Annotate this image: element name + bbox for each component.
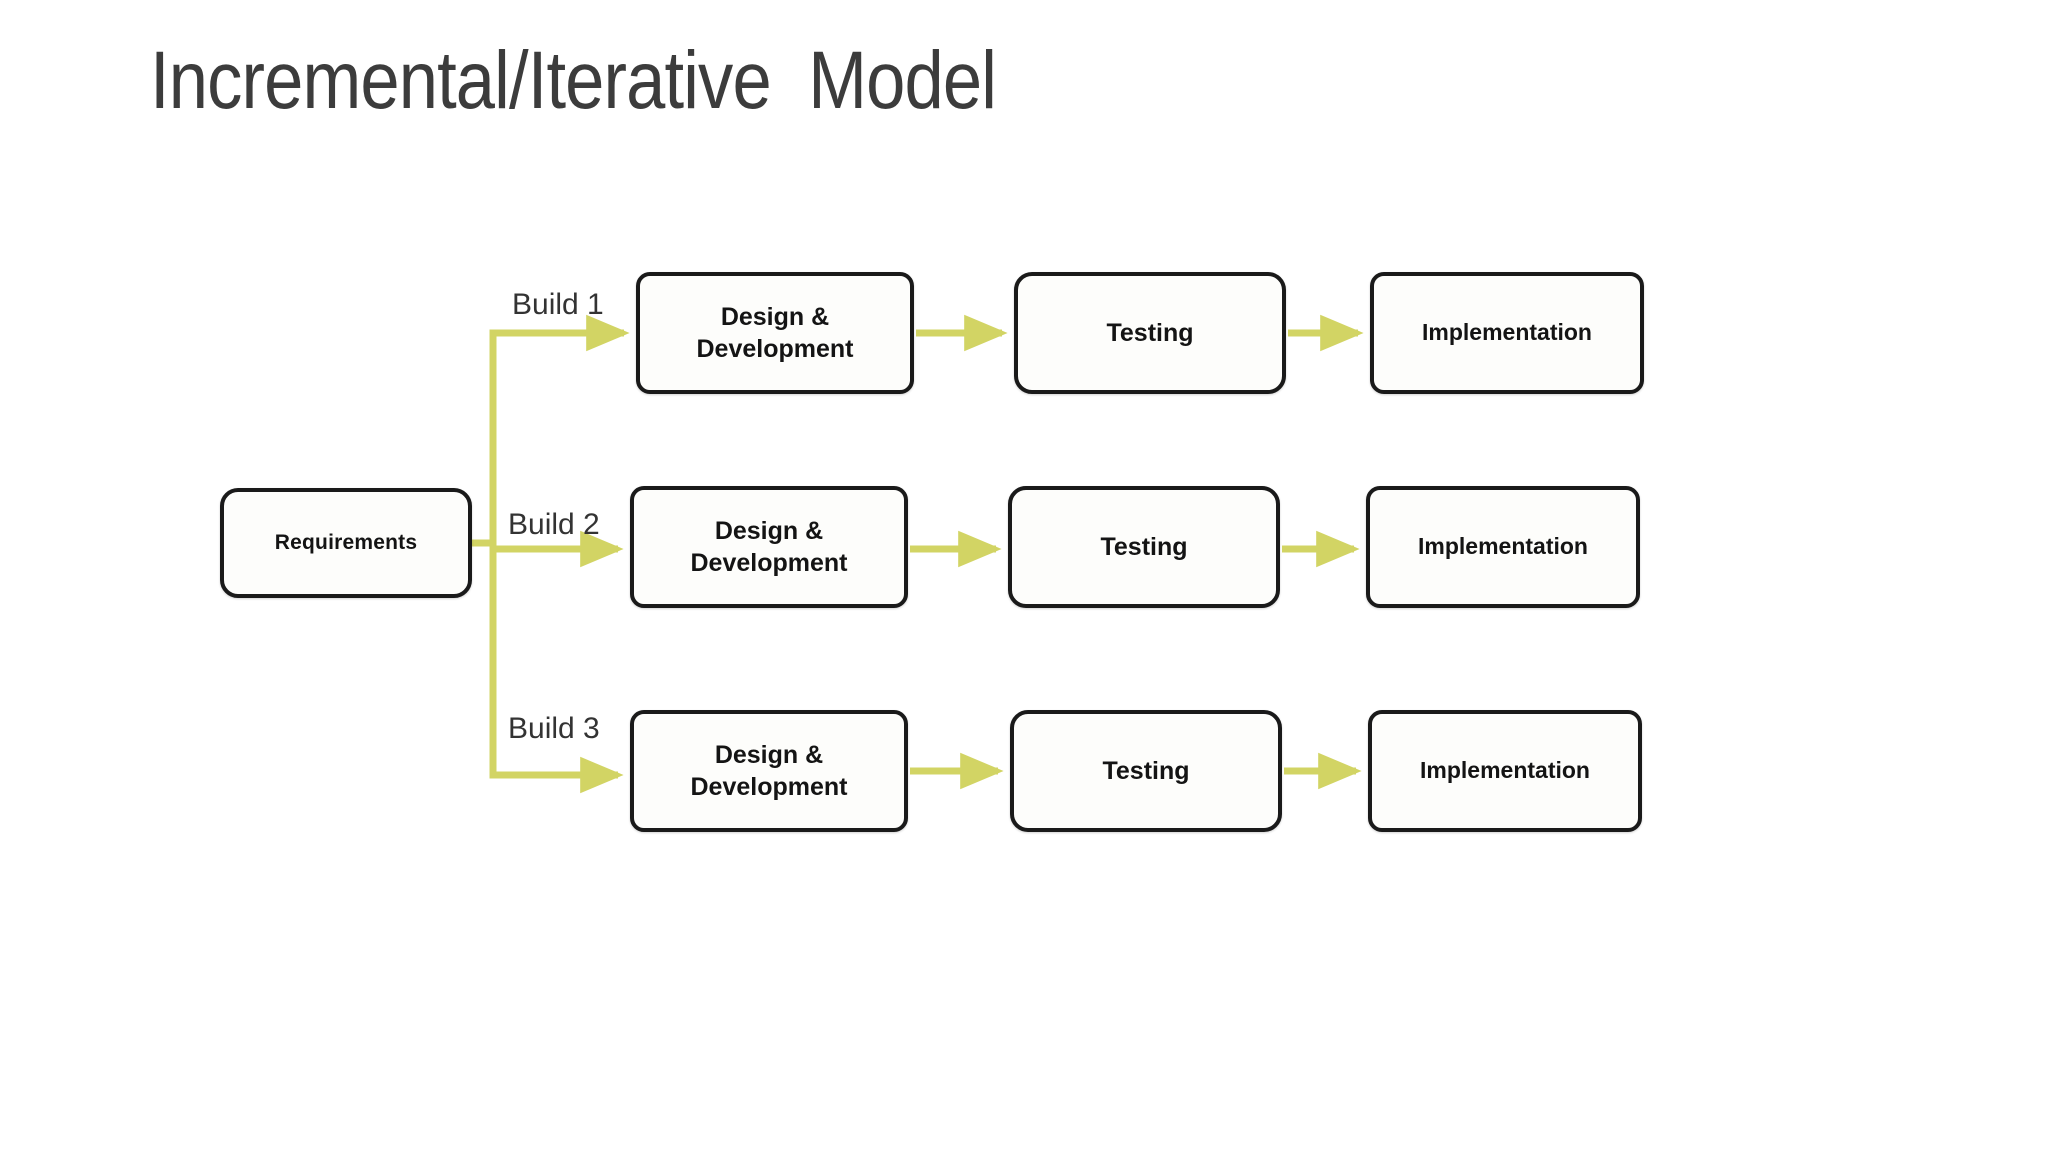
node-testing-build3[interactable]: Testing (1010, 710, 1282, 832)
node-testing-build2-label: Testing (1100, 533, 1188, 561)
node-testing-build3-label: Testing (1102, 757, 1190, 785)
node-implementation-build2[interactable]: Implementation (1366, 486, 1640, 608)
node-implementation-build1-label: Implementation (1422, 319, 1592, 346)
node-design-development-build3-label: Design & Development (690, 741, 848, 801)
node-implementation-build3[interactable]: Implementation (1368, 710, 1642, 832)
node-testing-build1-label: Testing (1106, 319, 1194, 347)
node-design-development-build1[interactable]: Design & Development (636, 272, 914, 394)
build-label-3: Build 3 (508, 712, 600, 745)
node-testing-build1[interactable]: Testing (1014, 272, 1286, 394)
node-design-development-build1-label: Design & Development (696, 303, 854, 363)
build-label-1: Build 1 (512, 288, 604, 321)
node-testing-build2[interactable]: Testing (1008, 486, 1280, 608)
node-requirements-label: Requirements (274, 530, 418, 554)
node-requirements[interactable]: Requirements (220, 488, 472, 598)
node-implementation-build3-label: Implementation (1420, 757, 1590, 784)
page-title: Incremental/Iterative Model (150, 35, 997, 126)
node-design-development-build3[interactable]: Design & Development (630, 710, 908, 832)
node-design-development-build2-label: Design & Development (690, 517, 848, 577)
node-implementation-build2-label: Implementation (1418, 533, 1588, 560)
build-label-2: Build 2 (508, 508, 600, 541)
node-implementation-build1[interactable]: Implementation (1370, 272, 1644, 394)
node-design-development-build2[interactable]: Design & Development (630, 486, 908, 608)
